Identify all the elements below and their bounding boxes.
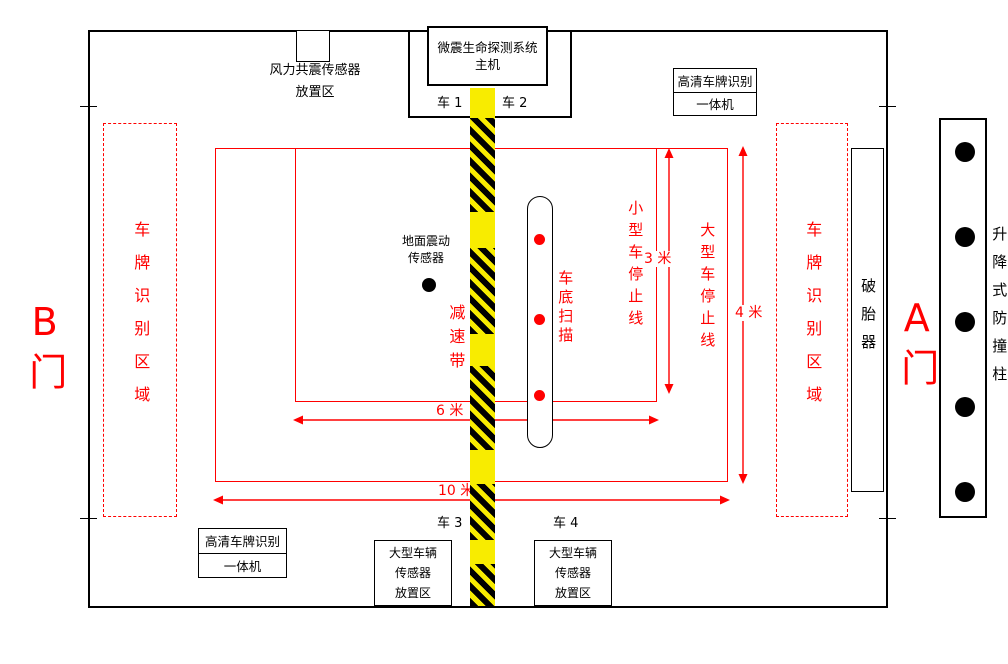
tire-killer-label: 破胎器 <box>859 278 878 362</box>
sensor-left-line2: 传感器 <box>394 566 431 580</box>
car2-label: 车 2 <box>502 96 528 111</box>
host-label-line1: 微震生命探测系统 <box>437 40 538 55</box>
speed-bump-stripe <box>470 88 495 606</box>
sensor-right-line3: 放置区 <box>554 586 591 600</box>
plate-zone-right-label: 车牌识别区域 <box>803 221 823 419</box>
car1-label: 车 1 <box>437 96 463 111</box>
car4-label: 车 4 <box>553 516 579 531</box>
bollard-dot <box>955 397 975 417</box>
large-vehicle-stop-line-label: 大型车停止线 <box>698 222 717 354</box>
dim-6m-label: 6 米 <box>434 403 466 419</box>
wall-break-mark <box>879 106 896 107</box>
wind-sensor-label: 风力共震传感器 放置区 <box>258 62 372 101</box>
scanner-dot <box>534 234 545 245</box>
large-vehicle-sensor-box-right: 大型车辆 传感器 放置区 <box>534 540 612 606</box>
plate-recognition-zone-left: 车牌识别区域 <box>103 123 177 517</box>
hd-plate-camera-bottom: 高清车牌识别 一体机 <box>198 528 287 578</box>
gate-a-label: A门 <box>894 296 939 394</box>
wind-sensor-box <box>296 30 330 62</box>
large-vehicle-sensor-box-left: 大型车辆 传感器 放置区 <box>374 540 452 606</box>
plate-recognition-zone-right: 车牌识别区域 <box>776 123 848 517</box>
hd-plate-top-line1: 高清车牌识别 <box>674 69 756 93</box>
gate-b-label: B门 <box>22 300 67 398</box>
hatch-segment <box>470 366 495 450</box>
speed-bump-label: 减速带 <box>446 304 466 376</box>
ground-sensor-dot <box>422 278 436 292</box>
bollard-panel <box>939 118 987 518</box>
wall-break-mark <box>879 518 896 519</box>
bollard-dot <box>955 482 975 502</box>
scanner-dot <box>534 390 545 401</box>
hd-plate-top-line2: 一体机 <box>696 97 734 113</box>
bollard-dot <box>955 312 975 332</box>
dim-10m-label: 10 米 <box>436 483 477 499</box>
bollard-dot <box>955 142 975 162</box>
sensor-right-line2: 传感器 <box>554 566 591 580</box>
hatch-segment <box>470 248 495 334</box>
hatch-segment <box>470 564 495 606</box>
wall-break-mark <box>80 518 97 519</box>
hd-plate-bottom-line1: 高清车牌识别 <box>199 529 286 554</box>
scanner-dot <box>534 314 545 325</box>
hd-plate-bottom-line2: 一体机 <box>223 558 262 574</box>
hatch-segment <box>470 118 495 212</box>
wind-sensor-label-line1: 风力共震传感器 <box>269 63 361 78</box>
bollard-label: 升降式防撞柱 <box>990 226 1008 394</box>
life-detection-host-box: 微震生命探测系统 主机 <box>427 26 548 86</box>
ground-sensor-label-line2: 传感器 <box>407 251 444 265</box>
dim-3m-arrow <box>664 148 674 394</box>
ground-sensor-label-line1: 地面震动 <box>401 234 450 248</box>
sensor-left-line3: 放置区 <box>394 586 431 600</box>
sensor-left-line1: 大型车辆 <box>388 546 437 560</box>
ground-sensor-label: 地面震动 传感器 <box>392 233 460 267</box>
car3-label: 车 3 <box>437 516 463 531</box>
wall-break-mark <box>80 106 97 107</box>
dim-4m-label: 4 米 <box>733 305 765 321</box>
wind-sensor-label-line2: 放置区 <box>295 85 335 100</box>
bollard-dot <box>955 227 975 247</box>
sensor-right-line1: 大型车辆 <box>548 546 597 560</box>
host-label-line2: 主机 <box>474 57 500 72</box>
hatch-segment <box>470 484 495 540</box>
underbody-scan-label: 车底扫描 <box>556 270 575 346</box>
hd-plate-camera-top: 高清车牌识别 一体机 <box>673 68 757 116</box>
small-vehicle-stop-line-label: 小型车停止线 <box>626 200 645 332</box>
tire-killer-box: 破胎器 <box>851 148 884 492</box>
dim-3m-label: 3 米 <box>642 251 674 267</box>
plate-zone-left-label: 车牌识别区域 <box>131 221 151 419</box>
